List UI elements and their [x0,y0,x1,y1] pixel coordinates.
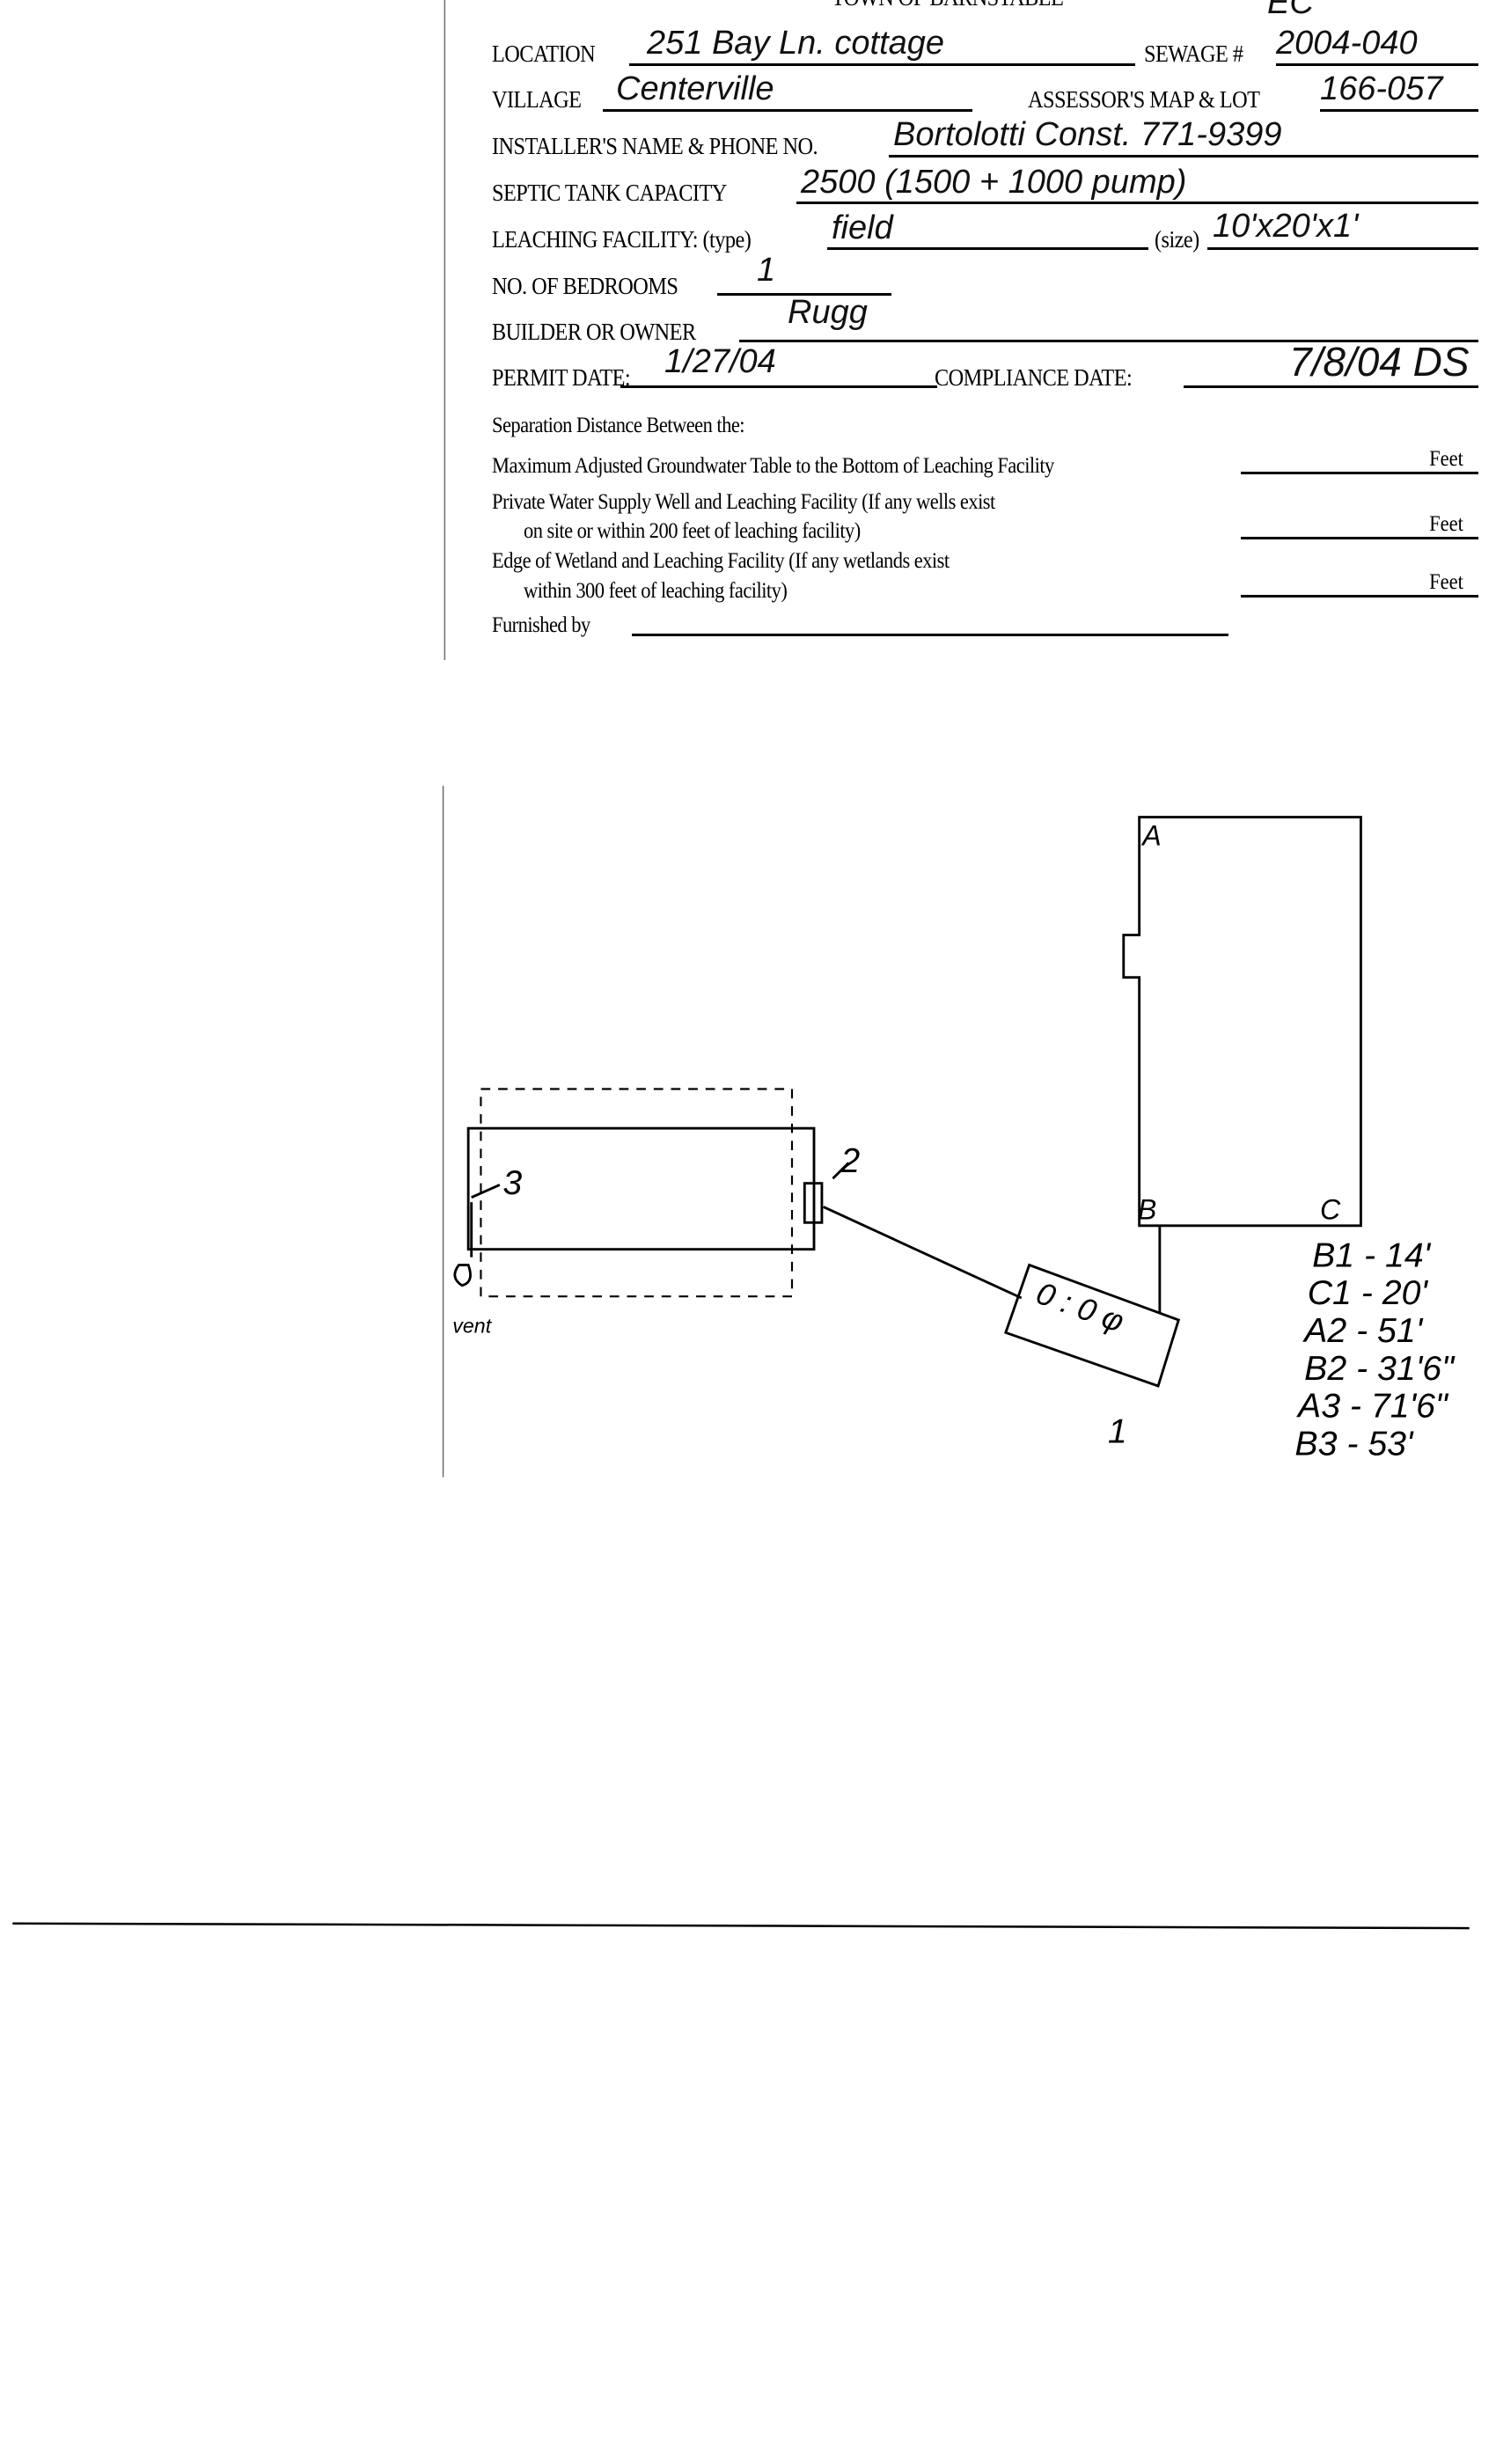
sewage-label: SEWAGE # [1144,40,1243,67]
map-lot-label: ASSESSOR'S MAP & LOT [1028,86,1260,113]
vent-icon [453,1202,473,1287]
tank-label-1: 1 [1108,1412,1127,1450]
corner-mark: EC [1267,0,1314,21]
leaching-field [466,1126,816,1251]
size-label: (size) [1155,226,1199,253]
separation-groundwater: Maximum Adjusted Groundwater Table to th… [492,454,1054,478]
bedrooms-label: NO. OF BEDROOMS [492,273,678,299]
tank-label: SEPTIC TANK CAPACITY [492,180,727,206]
dbox-label-2: 2 [840,1141,860,1180]
separation-well-b: on site or within 200 feet of leaching f… [524,519,861,543]
bottom-rule [12,1922,1470,1930]
measurement: A3 - 71'6" [1296,1387,1449,1426]
measurement: B2 - 31'6" [1304,1349,1456,1388]
feet-unit-1: Feet [1429,447,1463,471]
measurement: A2 - 51' [1302,1311,1424,1350]
separation-wetland-a: Edge of Wetland and Leaching Facility (I… [492,549,950,573]
feet-unit-2: Feet [1429,512,1463,536]
compliance-label: COMPLIANCE DATE: [935,364,1133,391]
separation-heading: Separation Distance Between the: [492,414,745,437]
builder-value: Rugg [788,294,868,331]
separation-wetland-b: within 300 feet of leaching facility) [524,579,788,603]
furnished-by-label: Furnished by [492,613,590,637]
corner-b-label: B [1138,1194,1156,1226]
bedrooms-value: 1 [757,252,776,289]
vent-label: vent [452,1314,492,1337]
corner-a-label: A [1140,820,1161,852]
corner-c-label: C [1320,1194,1341,1226]
location-label: LOCATION [492,40,596,67]
permit-label: PERMIT DATE: [492,364,631,391]
installer-label: INSTALLER'S NAME & PHONE NO. [492,133,818,159]
leaching-field-excavation [480,1088,794,1298]
installer-value: Bortolotti Const. 771-9399 [893,116,1282,153]
measurement: B3 - 53' [1294,1425,1414,1463]
field-label-3: 3 [502,1163,522,1202]
location-value: 251 Bay Ln. cottage [647,25,945,62]
distribution-box [803,1182,824,1224]
permit-value: 1/27/04 [664,343,776,380]
village-value: Centerville [616,70,774,107]
compliance-value: 7/8/04 DS [1289,339,1470,385]
village-label: VILLAGE [492,86,582,113]
measurement: C1 - 20' [1308,1273,1429,1312]
sewage-value: 2004-040 [1276,25,1418,62]
leaching-type-value: field [832,209,893,246]
house-outline [1122,816,1362,1228]
form-title: TOWN OF BARNSTABLE [832,0,1064,11]
separation-well-a: Private Water Supply Well and Leaching F… [492,490,995,514]
tank-value: 2500 (1500 + 1000 pump) [801,164,1187,201]
builder-label: BUILDER OR OWNER [492,319,696,345]
measurement: B1 - 14' [1312,1236,1432,1274]
feet-unit-3: Feet [1429,570,1463,594]
septic-tank [1004,1263,1181,1388]
size-value: 10'x20'x1' [1213,208,1359,245]
leaching-type-label: LEACHING FACILITY: (type) [492,226,752,253]
tank-to-leaching-line [823,1206,1023,1300]
map-lot-value: 166-057 [1320,70,1443,107]
